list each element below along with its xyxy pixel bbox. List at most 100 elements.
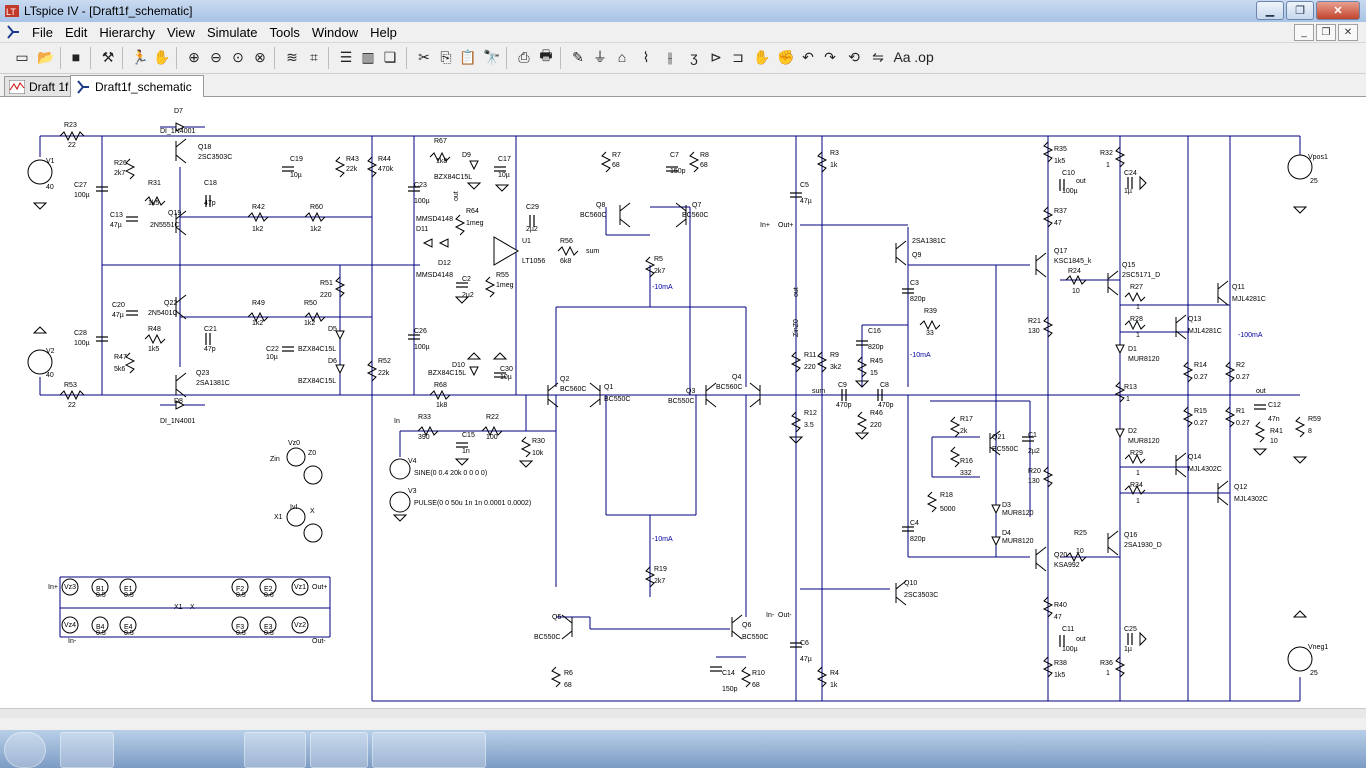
- horizontal-scrollbar[interactable]: [0, 708, 1366, 719]
- wire-icon[interactable]: ✎: [572, 48, 584, 65]
- component-icon[interactable]: ⊐: [732, 48, 744, 65]
- svg-text:40: 40: [46, 184, 54, 191]
- taskbar-item-ltspice[interactable]: [372, 732, 486, 768]
- rotate-icon[interactable]: ⟲: [848, 48, 860, 65]
- taskbar-item-explorer[interactable]: [244, 732, 306, 768]
- new-schematic-icon[interactable]: ▭: [15, 48, 29, 65]
- find-icon[interactable]: 🔭: [483, 48, 501, 65]
- svg-text:47: 47: [1054, 220, 1062, 227]
- autorange-icon[interactable]: ≋: [286, 48, 298, 65]
- cascade-icon[interactable]: ❏: [383, 48, 397, 65]
- svg-text:D10: D10: [452, 362, 465, 369]
- svg-text:40: 40: [46, 372, 54, 379]
- svg-text:-10mA: -10mA: [652, 536, 673, 543]
- doc-minimize-button[interactable]: _: [1294, 24, 1314, 41]
- menu-help[interactable]: Help: [370, 25, 397, 40]
- svg-text:Q21: Q21: [992, 434, 1005, 441]
- run-icon[interactable]: 🏃: [131, 48, 149, 65]
- zoom-out-icon[interactable]: ⊖: [210, 48, 222, 65]
- zoom-in-icon[interactable]: ⊕: [188, 48, 200, 65]
- svg-text:D12: D12: [438, 260, 451, 267]
- paste-icon[interactable]: 📋: [459, 48, 477, 65]
- open-icon[interactable]: 📂: [37, 48, 55, 65]
- spice-directive-icon[interactable]: .op: [914, 49, 934, 65]
- label-net-icon[interactable]: ⌂: [617, 49, 627, 65]
- menu-simulate[interactable]: Simulate: [206, 25, 258, 40]
- text-icon[interactable]: Aa: [893, 49, 911, 65]
- diode-icon[interactable]: ⊳: [710, 48, 722, 65]
- zoom-fit-icon[interactable]: ⊙: [232, 48, 244, 65]
- ground-icon[interactable]: ⏚: [593, 49, 607, 65]
- svg-text:E4: E4: [124, 624, 133, 631]
- svg-text:R14: R14: [1194, 362, 1207, 369]
- zoom-cancel-icon[interactable]: ⊗: [254, 48, 266, 65]
- svg-text:E2: E2: [264, 586, 273, 593]
- doc-close-button[interactable]: ✕: [1338, 24, 1358, 41]
- svg-text:MJL4302C: MJL4302C: [1234, 496, 1268, 503]
- redo-icon[interactable]: ↷: [824, 48, 836, 65]
- close-button[interactable]: ✕: [1316, 1, 1360, 20]
- svg-text:C28: C28: [74, 330, 87, 337]
- tab-label: Draft1f_schematic: [95, 79, 192, 94]
- mirror-icon[interactable]: ⇋: [872, 48, 884, 65]
- cut-icon[interactable]: ✂: [418, 48, 430, 65]
- print-setup-icon[interactable]: ⎙: [518, 48, 530, 65]
- svg-text:Q7: Q7: [692, 202, 701, 209]
- svg-text:V1: V1: [46, 158, 55, 165]
- taskbar-item-media[interactable]: [310, 732, 368, 768]
- schematic-doc-icon[interactable]: [5, 24, 21, 40]
- menu-tools[interactable]: Tools: [269, 25, 300, 40]
- save-icon[interactable]: ■: [71, 49, 81, 65]
- menu-hierarchy[interactable]: Hierarchy: [99, 25, 155, 40]
- copy-icon[interactable]: ⎘: [440, 48, 452, 65]
- svg-text:C10: C10: [1062, 170, 1075, 177]
- drag-icon[interactable]: ✊: [777, 48, 795, 65]
- svg-text:R9: R9: [830, 352, 839, 359]
- minimize-button[interactable]: ▁: [1256, 1, 1284, 20]
- tile-vertical-icon[interactable]: ▥: [361, 48, 375, 65]
- tab-draft1f-schematic[interactable]: Draft1f_schematic: [70, 75, 204, 97]
- svg-text:Vz1: Vz1: [294, 584, 306, 591]
- svg-text:C7: C7: [670, 152, 679, 159]
- svg-text:820p: 820p: [868, 344, 884, 351]
- undo-icon[interactable]: ↶: [802, 48, 814, 65]
- tile-horizontal-icon[interactable]: ☰: [339, 48, 353, 65]
- svg-text:1k5: 1k5: [1054, 158, 1065, 165]
- windows-taskbar: [0, 730, 1366, 768]
- resistor-icon[interactable]: ⌇: [642, 48, 650, 65]
- current-annotations: -10mA -10mA -10mA -100mA: [652, 284, 1263, 543]
- menu-file[interactable]: File: [32, 25, 53, 40]
- svg-text:25: 25: [1310, 670, 1318, 677]
- move-icon[interactable]: ✋: [753, 48, 771, 65]
- print-icon[interactable]: 🖶: [539, 47, 553, 63]
- inductor-icon[interactable]: ʒ: [690, 49, 698, 65]
- svg-text:D4: D4: [1002, 530, 1011, 537]
- svg-text:R8: R8: [700, 152, 709, 159]
- start-button[interactable]: [4, 732, 46, 768]
- svg-text:Z0: Z0: [308, 450, 316, 457]
- menu-window[interactable]: Window: [311, 25, 359, 40]
- svg-text:25: 25: [1310, 178, 1318, 185]
- svg-text:PULSE(0 0 50u 1n 1n 0.0001 0.0: PULSE(0 0 50u 1n 1n 0.0001 0.0002): [414, 500, 531, 507]
- svg-text:MMSD4148: MMSD4148: [416, 216, 453, 223]
- grid-icon[interactable]: ⌗: [310, 48, 318, 65]
- taskbar-item-ie[interactable]: [60, 732, 114, 768]
- svg-text:D2: D2: [1128, 428, 1137, 435]
- doc-restore-button[interactable]: ❐: [1316, 24, 1336, 41]
- svg-text:out: out: [1256, 388, 1266, 395]
- wires: [39, 126, 1301, 702]
- menu-edit[interactable]: Edit: [64, 25, 88, 40]
- capacitor-icon[interactable]: ⫲: [667, 48, 673, 65]
- halt-icon[interactable]: ✋: [153, 48, 171, 65]
- capacitors: [96, 166, 1266, 672]
- svg-text:1µ: 1µ: [1124, 646, 1132, 653]
- maximize-button[interactable]: ❐: [1286, 1, 1314, 20]
- menu-view[interactable]: View: [166, 25, 195, 40]
- svg-text:BC550C: BC550C: [534, 634, 560, 641]
- svg-text:2µ2: 2µ2: [526, 226, 538, 233]
- tab-draft1f[interactable]: Draft 1f: [4, 76, 78, 96]
- svg-text:0.5: 0.5: [96, 630, 106, 637]
- control-panel-icon[interactable]: ⚒: [101, 48, 115, 65]
